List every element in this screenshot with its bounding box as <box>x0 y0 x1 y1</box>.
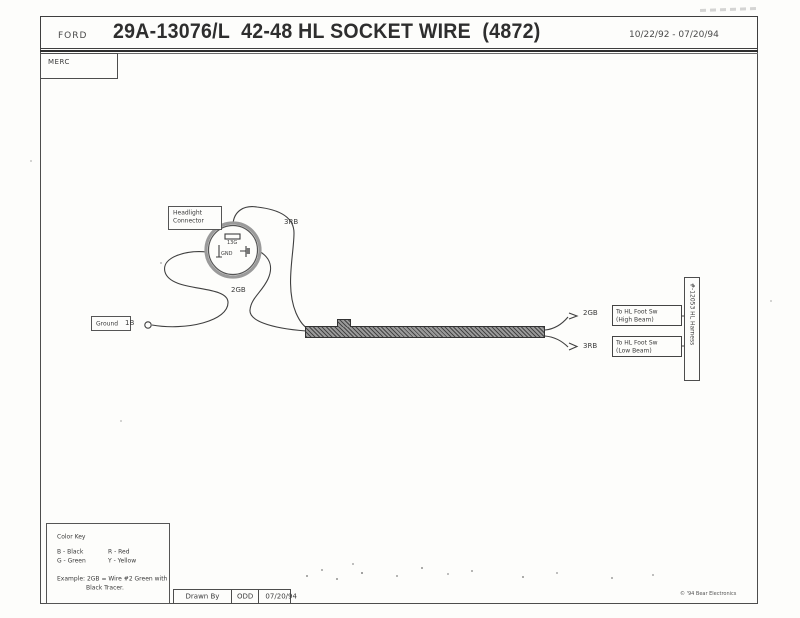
drawn-by-block: Drawn By ODD 07/20/94 <box>173 589 297 604</box>
connector-pin-right-blade <box>246 248 250 254</box>
ground-wire-label: 1B <box>125 319 135 327</box>
drawn-by-label: Drawn By <box>185 592 220 601</box>
copyright-line: © '94 Bear Electronics <box>680 591 737 597</box>
scan-noise <box>0 0 2 2</box>
connector-ring-outer <box>204 221 262 279</box>
connector-pin-right <box>240 246 247 257</box>
pin-top-label: 13G <box>227 240 238 246</box>
drawn-date: 07/20/94 <box>265 592 298 601</box>
wire-3rb-path <box>232 206 311 331</box>
wire-2gb-label: 2GB <box>231 286 246 294</box>
page-title: 29A-13076/L 42-48 HL SOCKET WIRE (4872) <box>113 20 541 43</box>
drawn-by-initials-cell: ODD <box>231 590 258 603</box>
highbeam-line1: To HL Foot Sw <box>616 308 658 315</box>
drawn-by-label-cell: Drawn By <box>174 590 231 603</box>
connector-callout-line1: Headlight <box>173 209 202 216</box>
connector-pin-top <box>224 233 241 240</box>
drawn-by-initials: ODD <box>236 592 254 601</box>
terminal-chevron-bottom <box>568 342 579 351</box>
model-tab <box>40 53 118 79</box>
lowbeam-line2: (Low Beam) <box>616 347 652 354</box>
connector-callout-box <box>168 206 222 230</box>
lowbeam-box <box>612 336 682 357</box>
highbeam-line2: (High Beam) <box>616 316 654 323</box>
color-key-entry-r: R - Red <box>108 548 130 555</box>
wire-loom-tab <box>337 319 351 327</box>
ground-label: Ground <box>96 320 119 327</box>
right-exit-bottom <box>544 335 569 348</box>
right-exit-top <box>544 316 569 331</box>
connector-pin-left <box>216 245 222 258</box>
lowbeam-line1: To HL Foot Sw <box>616 339 658 346</box>
connector-callout-line2: Connector <box>173 217 204 224</box>
color-key-title: Color Key <box>57 533 86 540</box>
color-key-entry-g: G - Green <box>57 557 86 564</box>
title-block <box>40 16 758 49</box>
terminal-chevron-top <box>568 312 579 320</box>
ground-wire <box>151 251 229 328</box>
drawn-date-cell: 07/20/94 <box>258 590 304 603</box>
header-divider <box>40 50 758 54</box>
connector-ring-inner <box>207 224 259 276</box>
color-key-box <box>46 523 170 604</box>
color-key-entry-b: B - Black <box>57 548 84 555</box>
brand-label: FORD <box>58 31 88 41</box>
right-wire-top-label: 2GB <box>583 309 598 317</box>
wire-loom <box>305 326 545 338</box>
color-key-example-line1: Example: 2GB = Wire #2 Green with <box>57 575 168 582</box>
model-tab-label: MERC <box>48 58 70 66</box>
highbeam-box <box>612 305 682 326</box>
harness-label: #-12053 HL Harness <box>689 283 696 346</box>
right-wire-bottom-label: 3RB <box>583 342 598 350</box>
ring-terminal <box>144 321 152 329</box>
color-key-example-line2: Black Tracer. <box>86 584 124 591</box>
color-key-entry-y: Y - Yellow <box>108 557 137 564</box>
ground-box <box>91 316 131 331</box>
wire-3rb-label: 3RB <box>284 218 299 226</box>
harness-box <box>684 277 700 381</box>
pin-bottom-label: GND <box>221 251 233 257</box>
wire-2gb-path <box>249 250 307 332</box>
revision-dates: 10/22/92 - 07/20/94 <box>629 30 719 40</box>
